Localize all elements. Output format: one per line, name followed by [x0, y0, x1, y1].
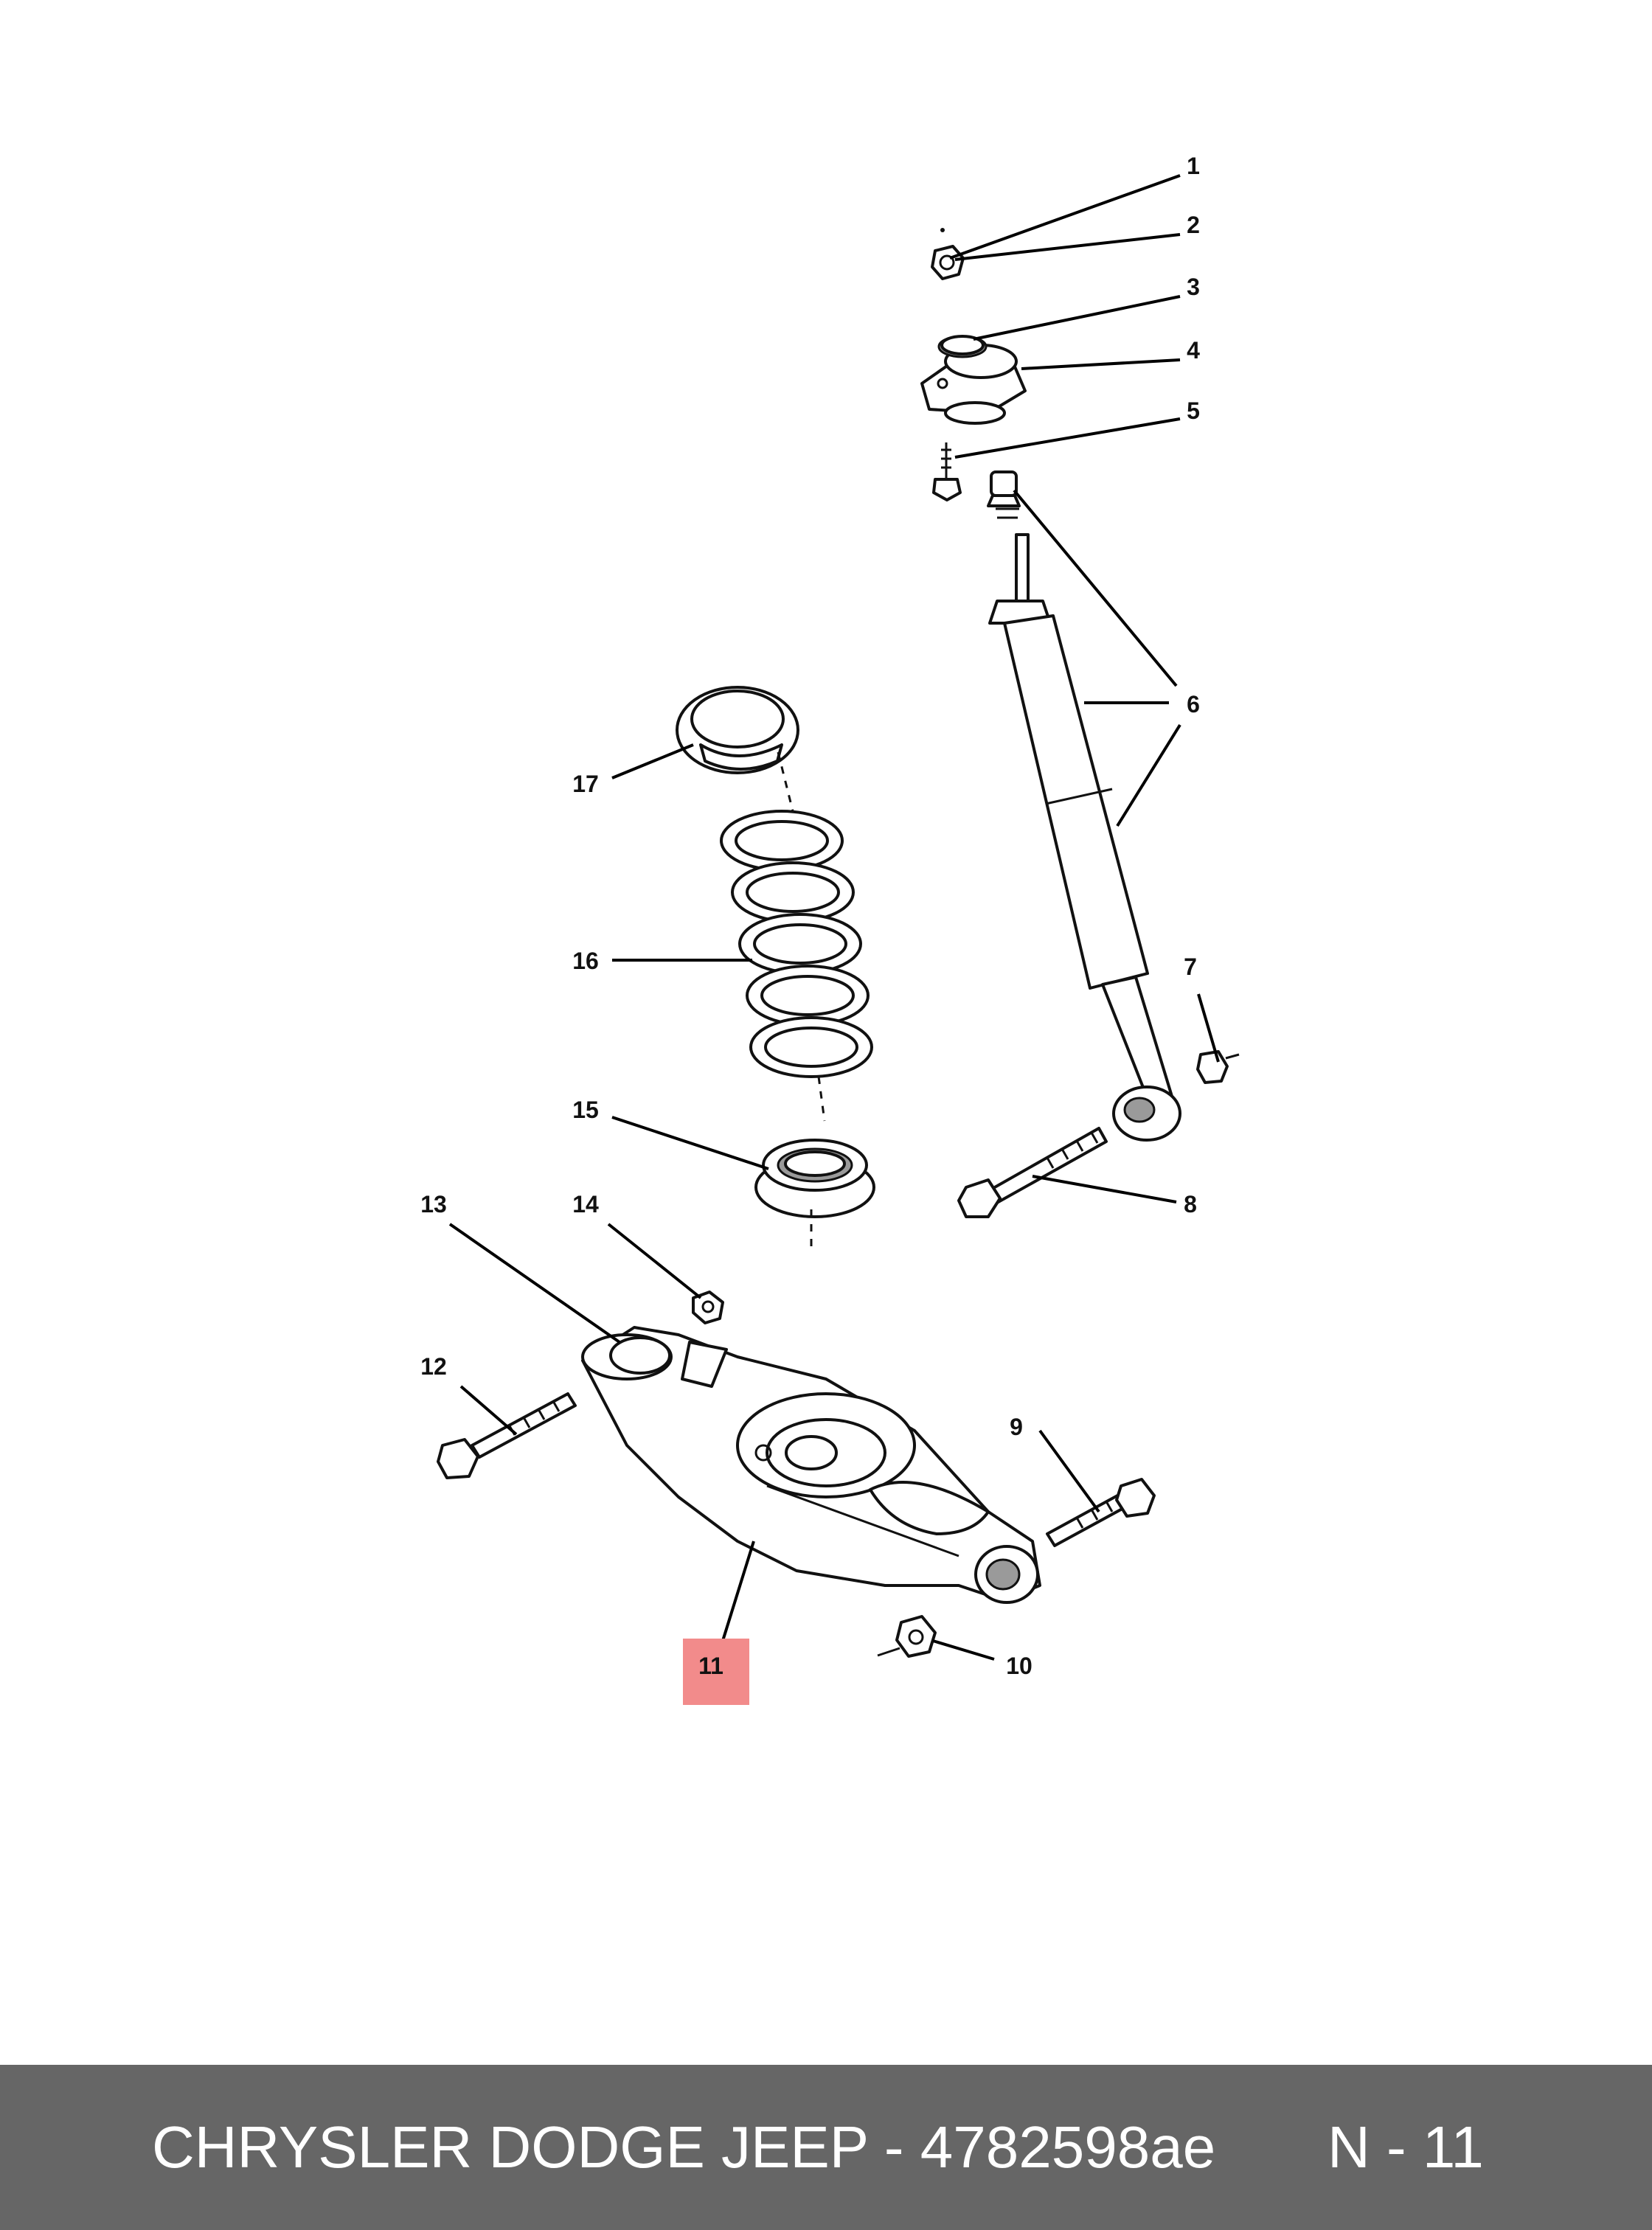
- part-shock-absorber: [988, 533, 1181, 1142]
- callout-7: 7: [1184, 954, 1197, 980]
- footer-bar: CHRYSLER DODGE JEEP - 4782598ae N - 11: [0, 2065, 1652, 2230]
- callout-8: 8: [1184, 1191, 1197, 1218]
- part-arm-bolt-left: [437, 1392, 577, 1479]
- part-bump-stop: [987, 470, 1021, 519]
- callout-3: 3: [1187, 274, 1200, 300]
- part-lower-shock-nut: [1196, 1050, 1240, 1084]
- callout-14: 14: [572, 1191, 599, 1218]
- leader-lines: [448, 174, 1220, 1661]
- part-arm-nut: [877, 1615, 937, 1658]
- callout-5: 5: [1187, 397, 1200, 424]
- callout-11: 11: [698, 1653, 723, 1679]
- part-shock-bolt: [957, 1127, 1108, 1218]
- callout-17: 17: [572, 771, 599, 797]
- highlight-box-11: [683, 1639, 749, 1705]
- footer-part-number: CHRYSLER DODGE JEEP - 4782598ae: [152, 2114, 1216, 2180]
- part-arm-bolt-right: [1046, 1478, 1156, 1547]
- callout-15: 15: [572, 1097, 599, 1123]
- part-mount-bolt: [932, 442, 962, 501]
- callout-1: 1: [1187, 153, 1200, 179]
- part-upper-spring-seat: [676, 686, 799, 812]
- callout-4: 4: [1187, 337, 1200, 364]
- exploded-parts-diagram: 1 2 3 4 5 6 7 8 9 10 11 12 13 14 15 16 1…: [420, 153, 1240, 1705]
- callout-10: 10: [1006, 1653, 1032, 1679]
- callout-9: 9: [1010, 1414, 1023, 1440]
- part-small-nut: [692, 1291, 724, 1324]
- part-lower-control-arm: [581, 1326, 1041, 1604]
- part-lower-spring-isolator: [754, 1139, 875, 1246]
- callout-16: 16: [572, 948, 599, 974]
- callout-2: 2: [1187, 212, 1200, 238]
- part-coil-spring: [720, 810, 873, 1122]
- callout-13: 13: [420, 1191, 447, 1218]
- part-nut-top: [931, 228, 965, 280]
- footer-callout-ref: N - 11: [1328, 2114, 1484, 2180]
- callout-12: 12: [420, 1353, 447, 1380]
- part-upper-mount: [920, 335, 1027, 425]
- callout-6: 6: [1187, 691, 1200, 718]
